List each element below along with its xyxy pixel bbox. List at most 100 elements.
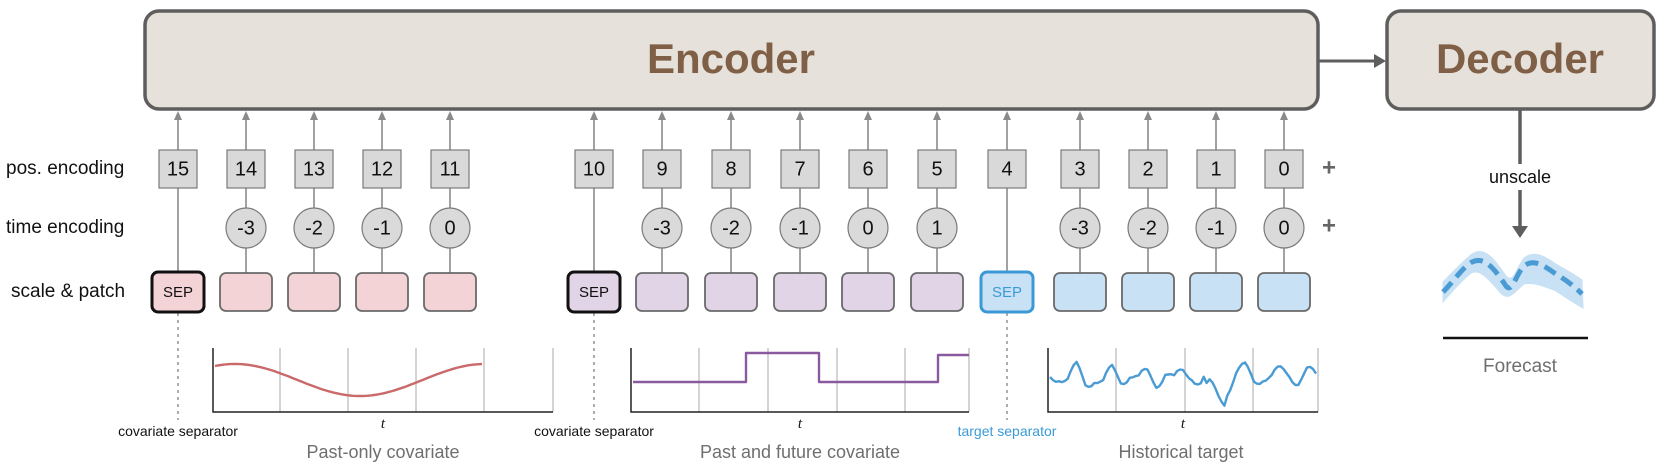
pos-encoding-value: 5 [931,158,942,180]
separator-label-covariate-1: covariate separator [118,423,238,439]
separator-label-covariate-2: covariate separator [534,423,654,439]
pos-encoding-box [362,149,402,189]
chart-time-axis-label: t [1181,416,1186,432]
time-encoding-circle [916,207,958,249]
pos-encoding-box [1060,149,1100,189]
patch-token [219,272,273,312]
separator-token-label: SEP [579,284,609,301]
pos-encoding-box [780,149,820,189]
time-encoding-circle [225,207,267,249]
pos-encoding-box [226,149,266,189]
group-label-historical-target: Historical target [1118,442,1243,462]
pos-encoding-value: 6 [862,158,873,180]
time-encoding-value: -3 [237,217,255,239]
pos-encoding-box [917,149,957,189]
separator-token [566,270,622,314]
time-encoding-value: -1 [373,217,391,239]
separator-label-target: target separator [958,423,1057,439]
time-encoding-circle [710,207,752,249]
time-encoding-value: -2 [722,217,740,239]
decoder-output-arrowhead [1512,226,1528,238]
time-encoding-value: 0 [1278,217,1289,239]
patch-token [287,272,341,312]
time-encoding-value: -1 [1207,217,1225,239]
pos-encoding-value: 8 [725,158,736,180]
encoder-input-arrowhead [590,111,598,120]
encoder-input-arrowhead [1076,111,1084,120]
unscale-label-bg [1475,164,1565,190]
plus-sign-time: + [1322,212,1336,239]
patch-token [1257,272,1311,312]
pos-encoding-box [711,149,751,189]
time-encoding-circle [847,207,889,249]
pos-encoding-value: 14 [235,158,257,180]
patch-token [841,272,895,312]
time-encoding-circle [293,207,335,249]
decoder-title: Decoder [1436,35,1604,82]
encoder-input-arrowhead [727,111,735,120]
pos-encoding-value: 10 [583,158,605,180]
encoder-input-arrowhead [1280,111,1288,120]
time-encoding-circle [1127,207,1169,249]
scale-patch-label: scale & patch [11,281,125,302]
token-columns: 15SEP14-313-212-111010SEP9-38-27-160514S… [150,111,1311,420]
encoder-input-arrowhead [796,111,804,120]
chart-axes [630,348,969,413]
encoder-input-arrowhead [658,111,666,120]
time-encoding-circle [361,207,403,249]
encoder-input-arrowhead [1003,111,1011,120]
time-encoding-label: time encoding [6,217,124,238]
pos-encoding-box [848,149,888,189]
time-encoding-circle [1195,207,1237,249]
separator-token-label: SEP [163,284,193,301]
patch-token [1189,272,1243,312]
pos-encoding-value: 3 [1074,158,1085,180]
encoder-title: Encoder [647,35,815,82]
input-series-line [633,351,969,384]
time-encoding-circle [429,207,471,249]
pos-encoding-box [574,149,614,189]
time-encoding-value: 0 [862,217,873,239]
encoder-input-arrowhead [242,111,250,120]
separator-token [979,270,1035,314]
encoder-input-arrowhead [378,111,386,120]
input-series-line [1049,360,1318,407]
pos-encoding-value: 0 [1278,158,1289,180]
separator-token [150,270,206,314]
encoder-input-arrowhead [310,111,318,120]
pos-encoding-box [430,149,470,189]
pos-encoding-value: 11 [440,158,461,180]
group-label-past-future: Past and future covariate [700,442,900,462]
chart-time-axis-label: t [381,416,386,432]
time-encoding-circle [1059,207,1101,249]
encoder-input-arrowhead [174,111,182,120]
group-label-past-only: Past-only covariate [306,442,459,462]
chart-axes [1047,348,1318,413]
pos-encoding-value: 7 [794,158,805,180]
pos-encoding-box [1128,149,1168,189]
patch-token [773,272,827,312]
forecast-plot [1441,251,1584,309]
patch-token [1121,272,1175,312]
patch-token [423,272,477,312]
time-encoding-circle [1263,207,1305,249]
unscale-label: unscale [1489,167,1551,187]
time-encoding-value: -2 [1139,217,1157,239]
pos-encoding-box [1264,149,1304,189]
pos-encoding-box [158,149,198,189]
encoder-input-arrowhead [1212,111,1220,120]
pos-encoding-value: 15 [167,158,189,180]
patch-token [635,272,689,312]
time-encoding-value: 1 [931,217,942,239]
encoder-input-arrowhead [864,111,872,120]
patch-token [1053,272,1107,312]
patch-token [355,272,409,312]
encoder-decoder-arrowhead [1374,54,1386,68]
plus-sign-pos: + [1322,154,1336,181]
encoder-input-arrowhead [1144,111,1152,120]
time-encoding-value: -3 [1071,217,1089,239]
encoder-input-arrowhead [446,111,454,120]
time-encoding-circle [641,207,683,249]
